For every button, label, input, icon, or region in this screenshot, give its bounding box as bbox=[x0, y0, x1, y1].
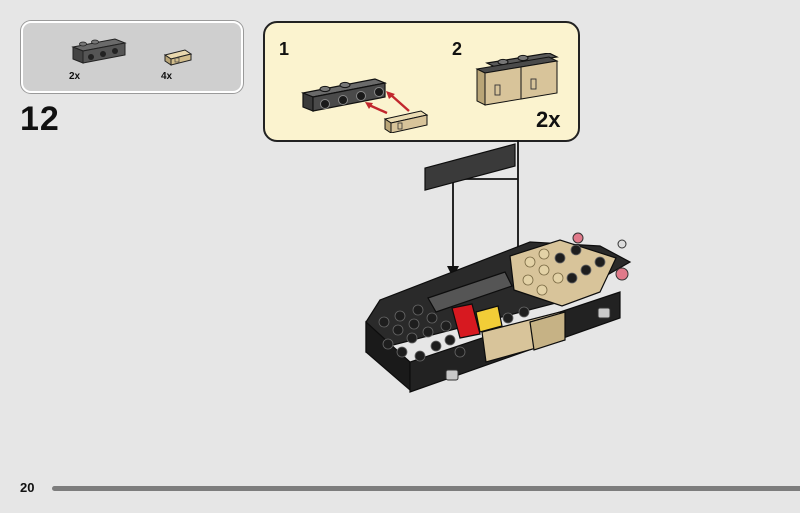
step-number: 12 bbox=[20, 100, 60, 138]
car-studs bbox=[378, 244, 606, 362]
car-tan-studs bbox=[522, 248, 564, 296]
parts-list-box: 2x 4x bbox=[21, 21, 243, 93]
car-chassis-model bbox=[365, 143, 632, 393]
car-wheel-pins bbox=[445, 232, 629, 381]
page-progress-bar bbox=[52, 486, 800, 491]
substep-2-multiplier: 2x bbox=[536, 107, 561, 132]
part-count-bracket: 2x bbox=[69, 71, 81, 82]
substep-1-label: 1 bbox=[279, 39, 290, 59]
sub-assembly-callout: 1 2 2x bbox=[263, 21, 580, 142]
substep-2-label: 2 bbox=[452, 39, 463, 59]
page-number: 20 bbox=[20, 480, 35, 495]
part-count-tile: 4x bbox=[161, 71, 173, 82]
substep-1-illustration bbox=[300, 78, 429, 133]
substep-2-illustration bbox=[475, 53, 559, 106]
tan-tile-icon bbox=[163, 49, 193, 66]
dark-gray-bracket-icon bbox=[71, 38, 127, 64]
